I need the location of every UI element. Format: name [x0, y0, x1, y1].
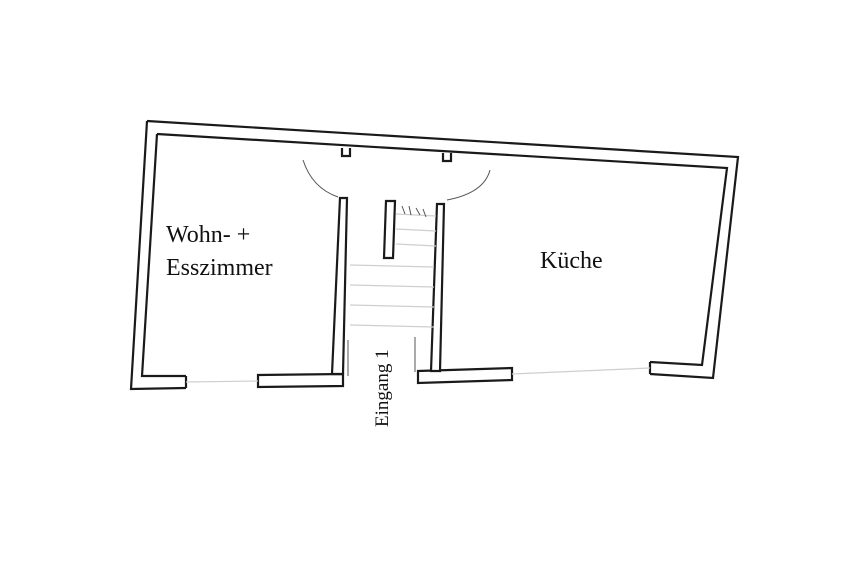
room-label-living-line2: Esszimmer: [166, 255, 273, 281]
room-label-living-line1: Wohn- +: [166, 222, 250, 248]
stair-steps: [349, 205, 437, 328]
entrance-label: Eingang 1: [372, 349, 393, 427]
door-notches: [340, 148, 453, 163]
door-swings: [302, 159, 491, 201]
room-label-kitchen: Küche: [540, 248, 603, 274]
stair-walls: [330, 196, 446, 376]
front-wall: [185, 366, 651, 389]
entrance-opening: [347, 337, 416, 376]
